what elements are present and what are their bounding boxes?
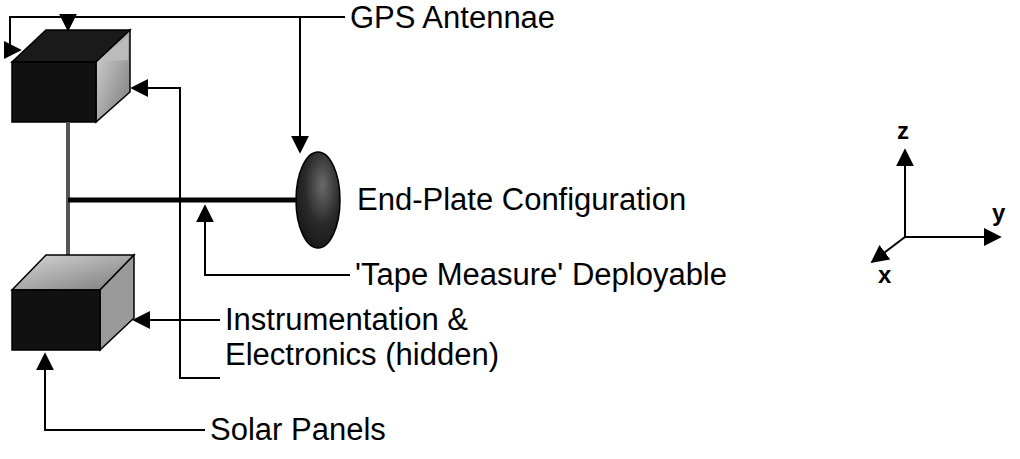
axis-label: z xyxy=(897,118,909,144)
upper-module xyxy=(12,30,130,122)
tape-measure-boom xyxy=(68,198,300,203)
end-plate xyxy=(296,152,340,248)
axis-label: x xyxy=(878,262,891,288)
axis-label: y xyxy=(992,200,1005,226)
part-label: Solar Panels xyxy=(210,412,386,447)
part-label: Instrumentation & Electronics (hidden) xyxy=(225,302,560,372)
mast xyxy=(66,122,70,255)
part-label: GPS Antennae xyxy=(350,0,555,35)
part-label: End-Plate Configuration xyxy=(357,182,686,217)
lower-module xyxy=(12,255,134,350)
part-label: 'Tape Measure' Deployable xyxy=(355,257,727,292)
axis-triad xyxy=(872,150,1000,262)
